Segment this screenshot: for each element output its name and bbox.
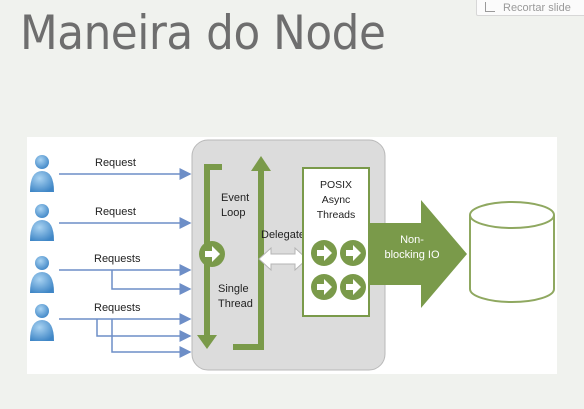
- thread-arrow-icon: [311, 274, 337, 300]
- non-label: Non-: [400, 234, 424, 246]
- loop-label: Loop: [221, 207, 245, 219]
- async-label: Async: [322, 194, 351, 206]
- non-blocking-arrow: [370, 200, 467, 308]
- blocking-io-label: blocking IO: [384, 249, 439, 261]
- user-icon: [30, 204, 54, 241]
- request-label-1: Request: [95, 157, 136, 169]
- request-arrows: [59, 168, 192, 358]
- clip-slide-button[interactable]: Recortar slide: [476, 0, 584, 16]
- loop-bracket-left: [204, 164, 222, 339]
- thread-arrow-icon: [340, 274, 366, 300]
- delegate-label: Delegate: [261, 229, 305, 241]
- request-label-3: Requests: [94, 253, 141, 265]
- diagram-svg: Request Request Requests Requests Event …: [30, 139, 555, 371]
- thread-arrow-icon: [340, 240, 366, 266]
- threads-label: Threads: [317, 209, 356, 221]
- event-loop-arrow-icon: [199, 241, 225, 267]
- event-label: Event: [221, 192, 249, 204]
- node-diagram: Request Request Requests Requests Event …: [27, 137, 557, 374]
- loop-arrowhead-down: [197, 335, 217, 349]
- request-label-4: Requests: [94, 302, 141, 314]
- user-icon: [30, 256, 54, 293]
- database-icon: [469, 201, 555, 303]
- thread-arrow-icon: [311, 240, 337, 266]
- user-icon: [30, 155, 54, 192]
- request-label-2: Request: [95, 206, 136, 218]
- user-icon: [30, 304, 54, 341]
- thread-label: Thread: [218, 298, 253, 310]
- slide-title: Maneira do Node: [20, 6, 386, 61]
- clip-slide-label: Recortar slide: [503, 2, 571, 14]
- loop-bracket-right: [233, 167, 264, 350]
- loop-arrowhead-up: [251, 156, 271, 171]
- single-label: Single: [218, 283, 249, 295]
- posix-label: POSIX: [320, 179, 352, 191]
- clip-icon: [485, 2, 495, 12]
